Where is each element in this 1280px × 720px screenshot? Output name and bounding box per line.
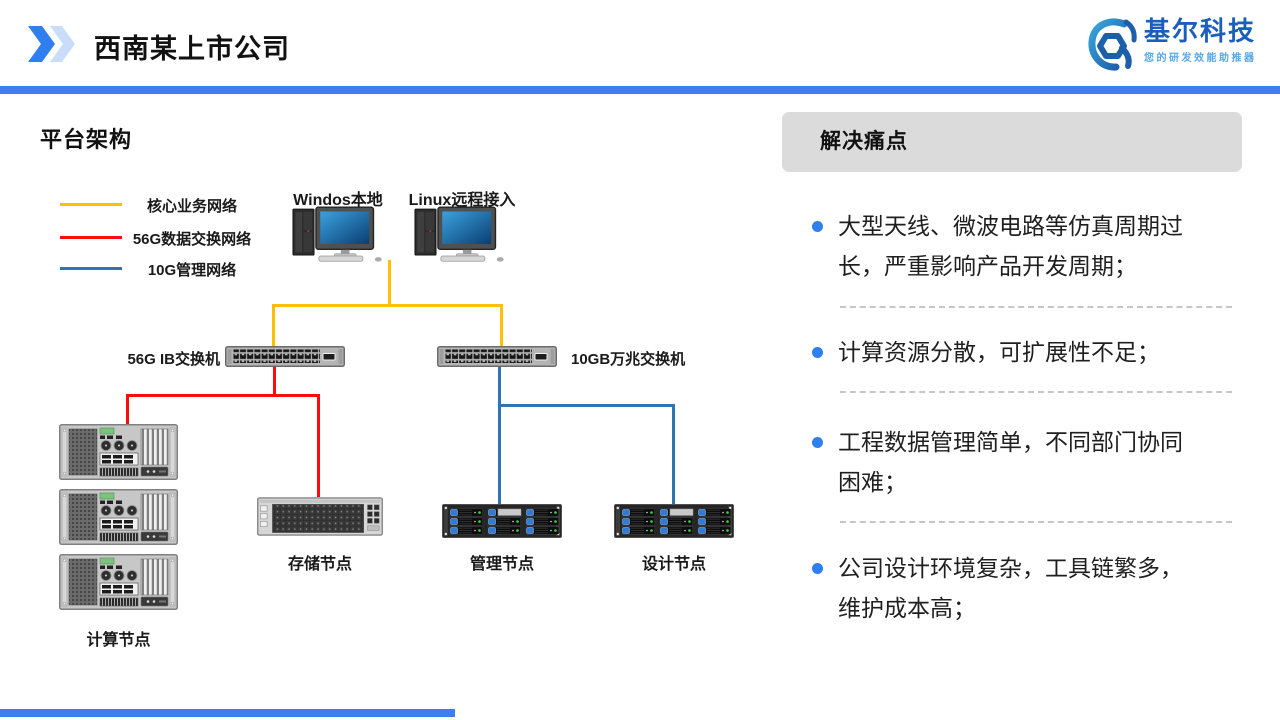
link-10g-to-mgmt: [498, 404, 501, 505]
page-title: 西南某上市公司: [94, 34, 290, 64]
pain-point-text-4: 公司设计环境复杂，工具链繁多，维护成本高；: [838, 555, 1183, 621]
link-56g-to-storage: [317, 394, 320, 497]
windows-client-icon: [292, 206, 384, 262]
compute-node-icon-1: [59, 424, 178, 480]
link-56g-trunk: [273, 366, 276, 396]
pain-point-text-1: 大型天线、微波电路等仿真周期过长，严重影响产品开发周期；: [838, 213, 1183, 279]
linux-client-label: Linux远程接入: [408, 192, 516, 209]
dashed-separator: [840, 306, 1232, 308]
windows-client-label: Windos本地: [293, 192, 383, 209]
link-10g-trunk: [498, 366, 501, 406]
legend-label-56g: 56G数据交换网络: [132, 231, 252, 248]
design-node-icon: [614, 504, 734, 538]
chevron-arrows-icon: [28, 26, 75, 62]
pain-point-text-3: 工程数据管理简单，不同部门协同困难；: [838, 429, 1183, 495]
logo-name: 基尔科技: [1144, 16, 1257, 46]
storage-node-label: 存储节点: [287, 556, 352, 573]
link-core-horizontal: [272, 304, 503, 307]
dashed-separator: [840, 391, 1232, 393]
logo-icon: [1088, 18, 1137, 71]
bullet-dot-icon: [812, 347, 823, 358]
design-node-label: 设计节点: [641, 556, 706, 573]
mgmt-node-icon: [442, 504, 562, 538]
link-core-to-10g-switch: [500, 304, 503, 348]
pain-point-item: 公司设计环境复杂，工具链繁多，维护成本高；: [812, 548, 1232, 628]
legend-line-core: [60, 203, 122, 206]
link-10g-horizontal: [498, 404, 675, 407]
legend-label-10g: 10G管理网络: [147, 262, 237, 279]
pain-points-title: 解决痛点: [820, 130, 908, 153]
ib-switch-icon: [225, 346, 345, 367]
bullet-dot-icon: [812, 563, 823, 574]
ib-switch-label: 56G IB交换机: [127, 351, 220, 368]
bullet-dot-icon: [812, 437, 823, 448]
pain-point-text-2: 计算资源分散，可扩展性不足；: [838, 339, 1160, 365]
pain-point-item: 计算资源分散，可扩展性不足；: [812, 332, 1232, 372]
storage-node-icon: [257, 496, 383, 537]
pain-points-header: 解决痛点: [782, 112, 1242, 172]
footer-accent-bar: [0, 709, 455, 717]
10g-switch-icon: [437, 346, 557, 367]
compute-node-label: 计算节点: [86, 632, 151, 649]
pain-point-item: 大型天线、微波电路等仿真周期过长，严重影响产品开发周期；: [812, 206, 1232, 286]
mgmt-node-label: 管理节点: [469, 556, 534, 573]
dashed-separator: [840, 521, 1232, 523]
legend-label-core: 核心业务网络: [146, 198, 237, 215]
link-core-to-ib-switch: [272, 304, 275, 348]
diagram-title: 平台架构: [40, 127, 133, 152]
compute-node-icon-3: [59, 554, 178, 610]
header-divider: [0, 86, 1280, 94]
link-56g-horizontal: [126, 394, 320, 397]
legend-line-10g: [60, 267, 122, 270]
compute-node-icon-2: [59, 489, 178, 545]
10g-switch-label: 10GB万兆交换机: [571, 351, 686, 368]
logo-tagline: 您的研发效能助推器: [1144, 53, 1257, 64]
legend-line-56g: [60, 236, 122, 239]
link-56g-to-compute: [126, 394, 129, 425]
company-logo: 基尔科技 您的研发效能助推器: [1086, 16, 1257, 74]
bullet-dot-icon: [812, 221, 823, 232]
link-10g-to-design: [672, 404, 675, 505]
link-core-trunk: [388, 260, 391, 306]
linux-client-icon: [414, 206, 506, 262]
pain-point-item: 工程数据管理简单，不同部门协同困难；: [812, 422, 1232, 502]
